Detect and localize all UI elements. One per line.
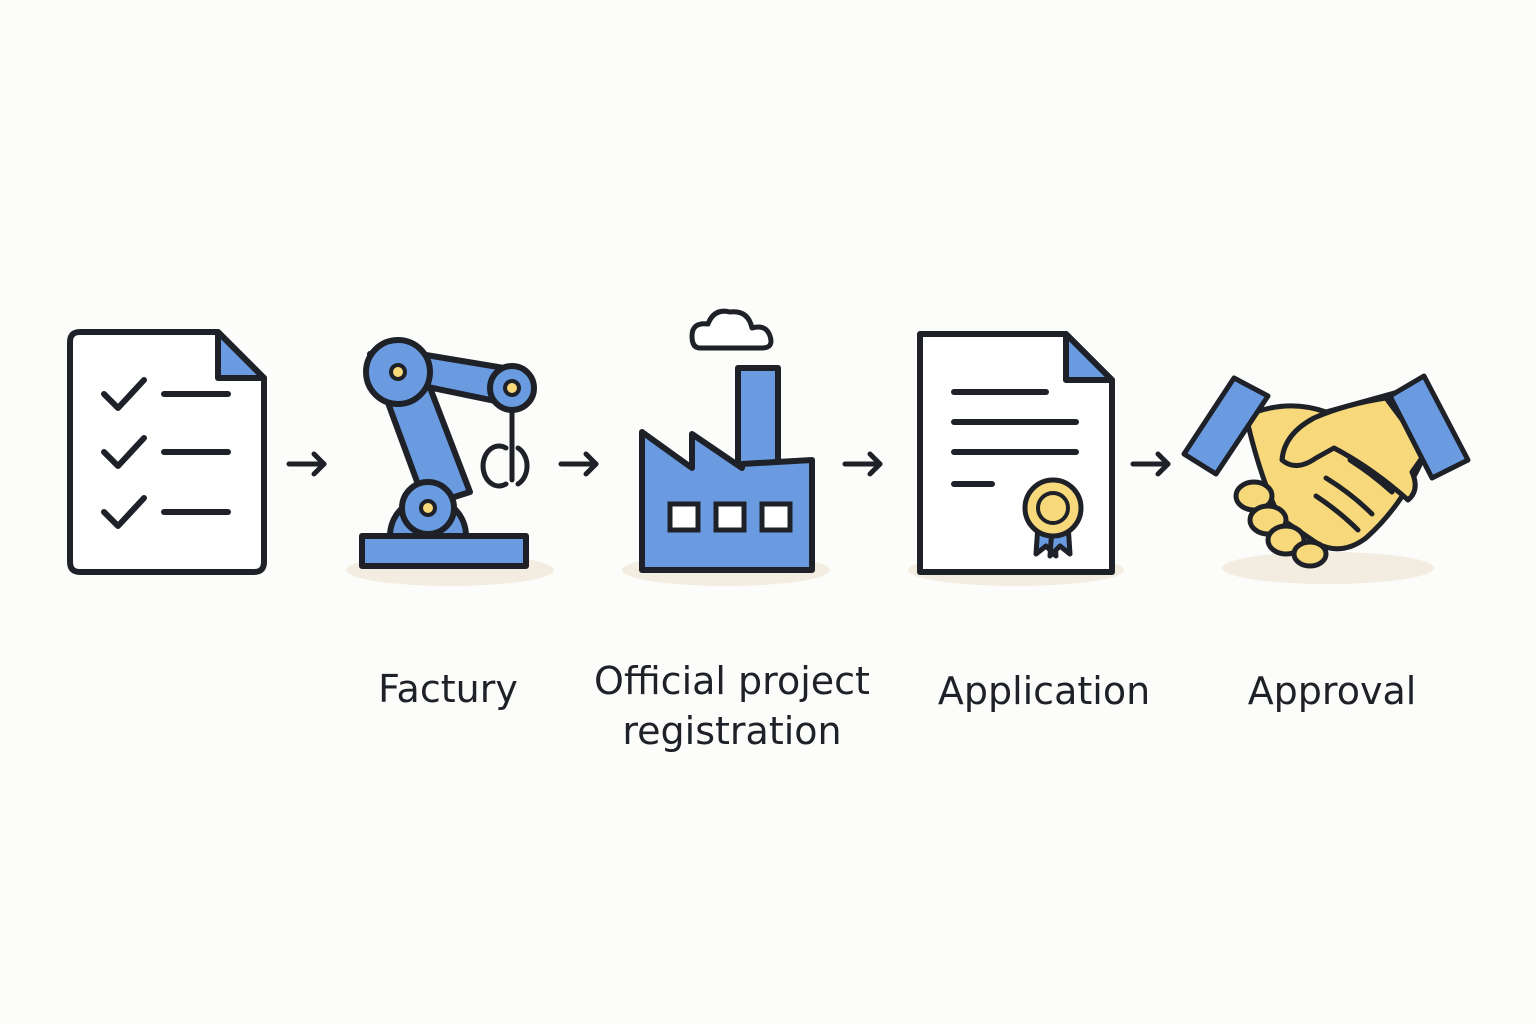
robotic-arm-icon xyxy=(346,337,554,586)
arrow-right-icon xyxy=(286,451,327,477)
arrow-right-icon xyxy=(1130,451,1171,477)
arrow-right-icon xyxy=(558,451,599,477)
seal-ribbon-icon xyxy=(1022,477,1084,559)
checklist-document-icon xyxy=(67,329,267,575)
arrow-right-icon xyxy=(842,451,883,477)
cloud-icon xyxy=(689,308,774,351)
step-label-text: Official project registration xyxy=(594,659,870,753)
certificate-document-icon xyxy=(908,331,1124,586)
step-label-official-project-registration: Official project registration xyxy=(590,656,874,756)
handshake-icon xyxy=(1181,373,1471,584)
step-label-application: Application xyxy=(937,669,1151,713)
step-label-approval: Approval xyxy=(1247,669,1417,713)
step-label-factury: Factury xyxy=(378,667,518,711)
factory-icon xyxy=(622,308,830,586)
